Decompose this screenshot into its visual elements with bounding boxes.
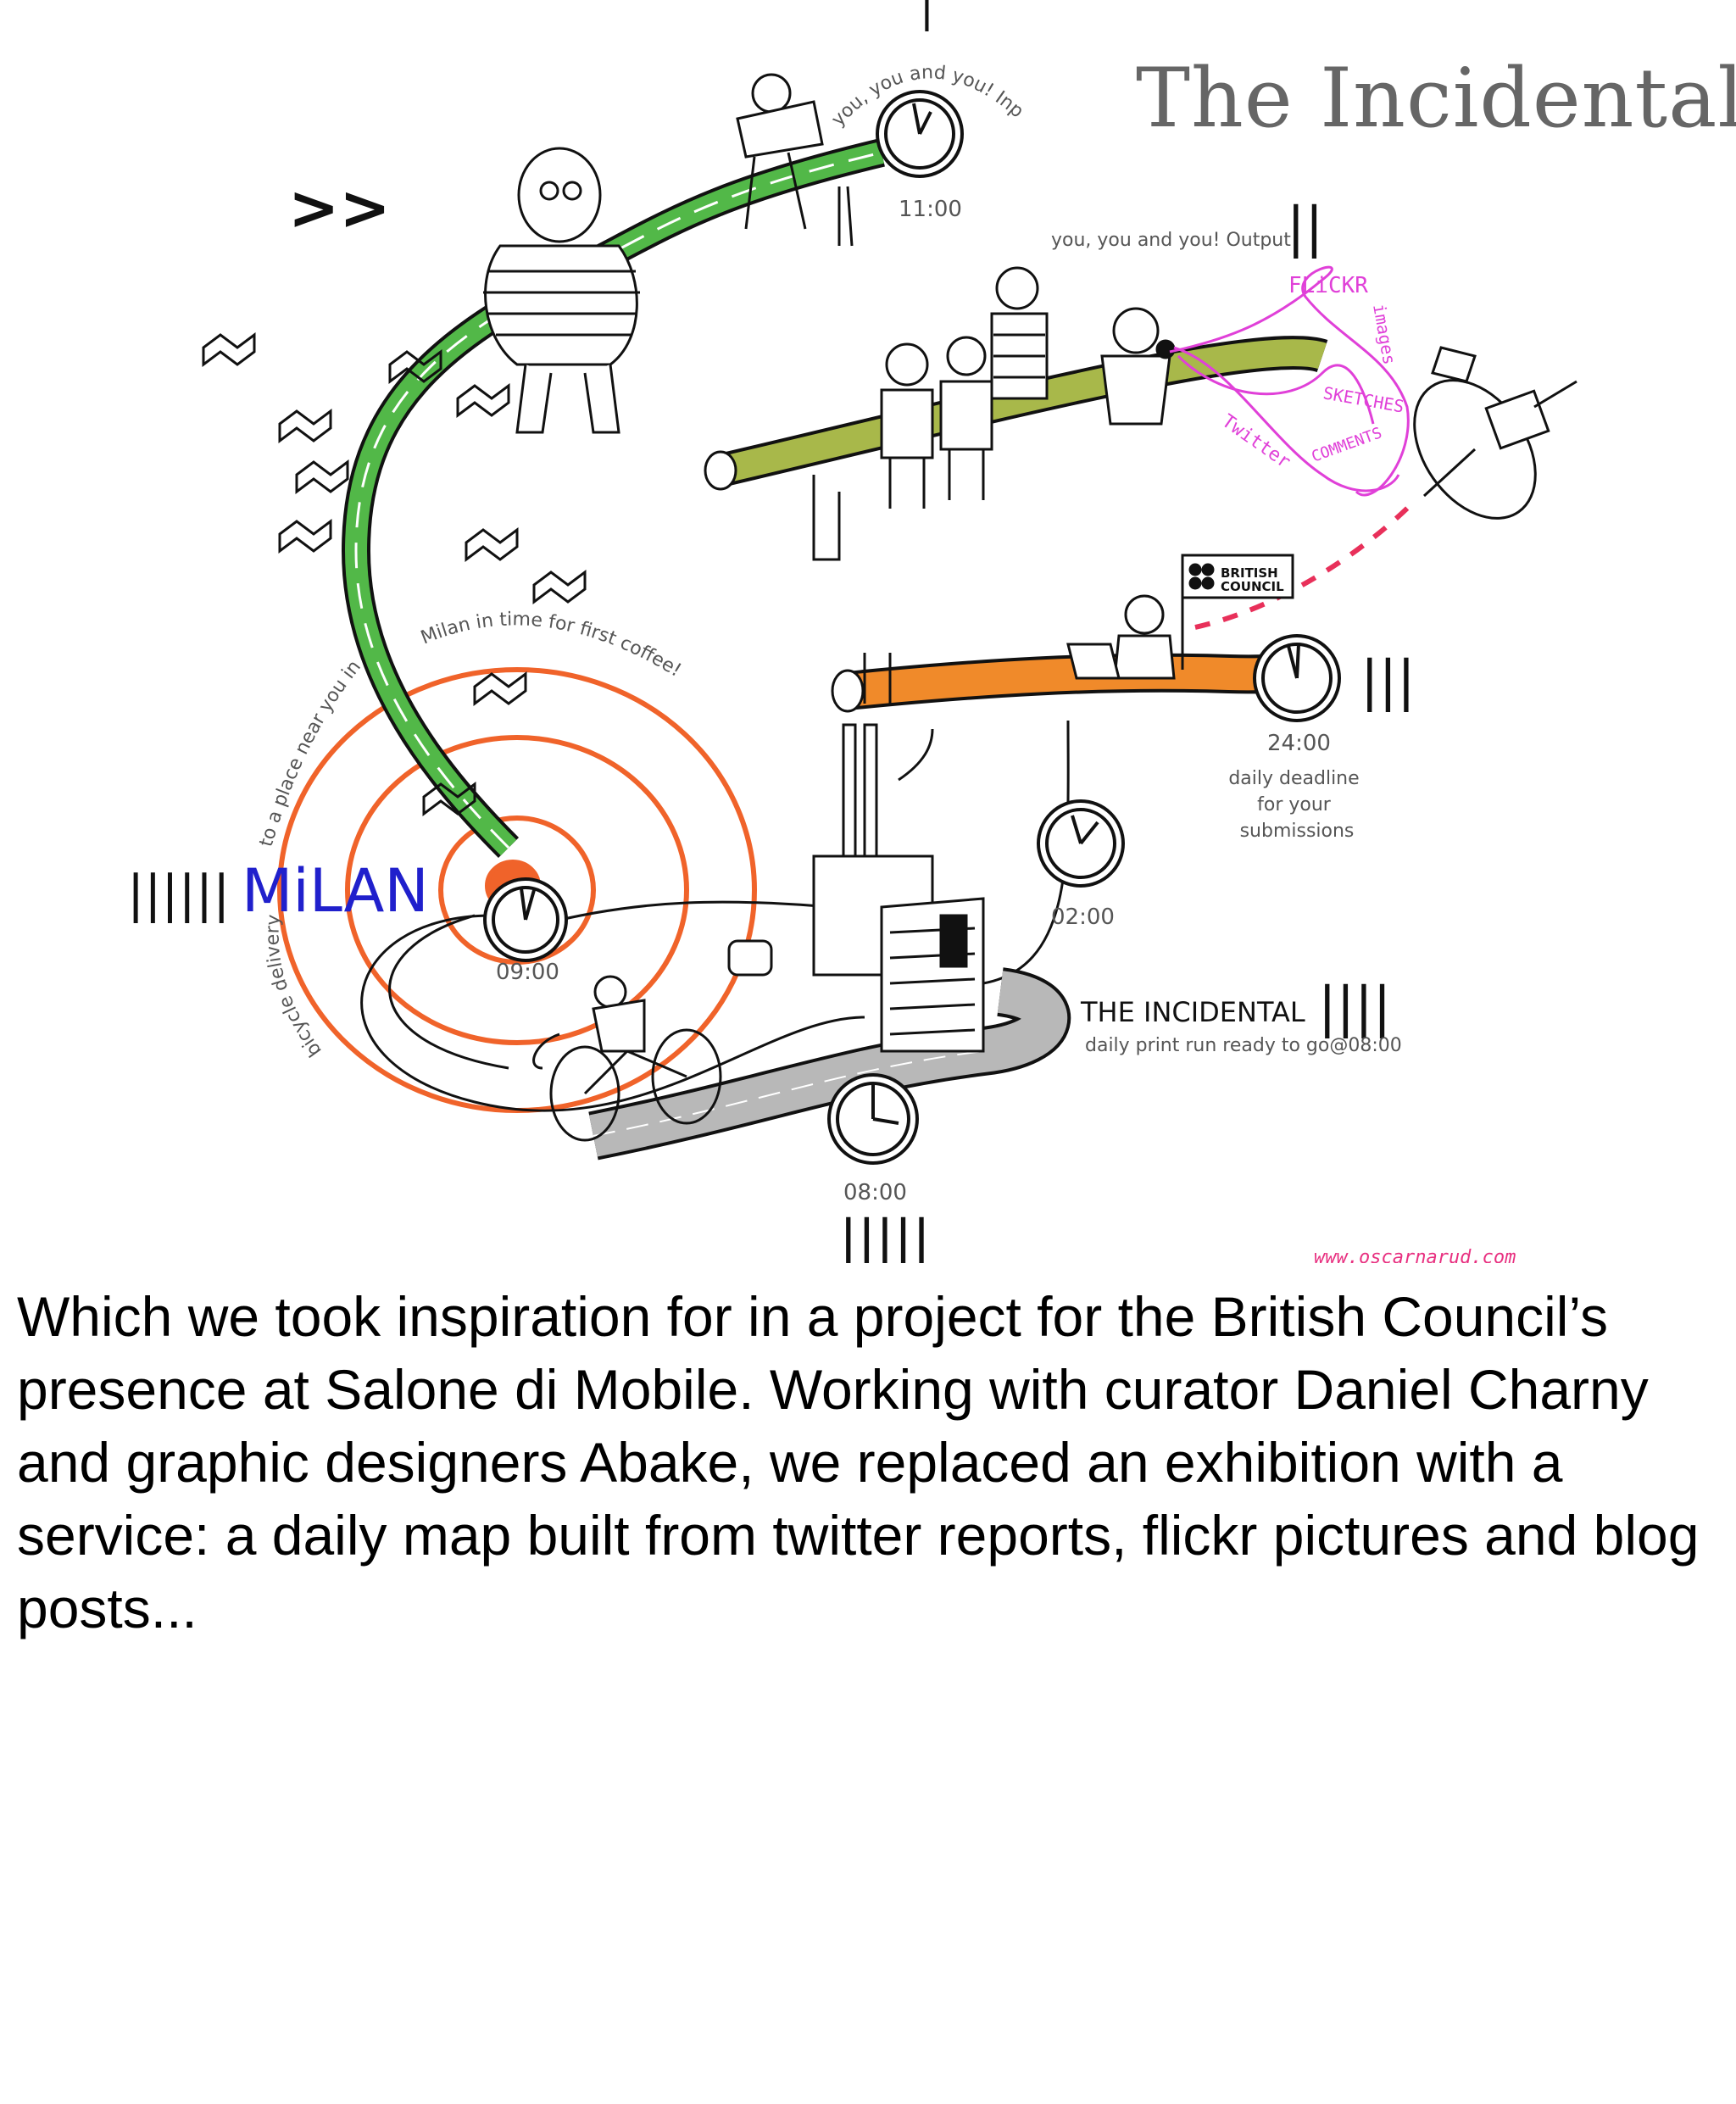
media-sketches: SKETCHES xyxy=(1321,382,1405,416)
british-council-sign xyxy=(1181,554,1294,670)
clock-input xyxy=(876,90,964,178)
green-branch xyxy=(341,138,885,859)
time-input: 11:00 xyxy=(899,197,962,222)
output-figures xyxy=(812,266,1176,561)
signal-dashes xyxy=(1194,498,1418,630)
satellite xyxy=(1413,346,1577,520)
sign-line-2: COUNCIL xyxy=(1221,579,1284,594)
clock-delivery xyxy=(827,1073,919,1165)
stage-mark-three: ||| xyxy=(1360,650,1416,713)
input-arc-label: you, you and you! Input xyxy=(0,0,1027,131)
clock-arrival xyxy=(483,877,568,962)
time-delivery: 08:00 xyxy=(843,1180,907,1205)
diagram: >> |||||| MiLAN | || ||| |||| ||||| you,… xyxy=(0,0,1736,1263)
media-scribbles xyxy=(1169,265,1410,497)
clock-deadline xyxy=(1253,634,1341,722)
credit-url: www.oscarnarud.com xyxy=(1314,1247,1516,1263)
printing-factory xyxy=(727,723,985,1053)
diagram-drawing: >> |||||| MiLAN | || ||| |||| ||||| you,… xyxy=(0,0,1577,1263)
bicycle-arc-label: bicycle delivery xyxy=(262,914,326,1060)
reader-figure xyxy=(483,147,640,434)
slide-caption: Which we took inspiration for in a proje… xyxy=(17,1285,1700,1639)
time-arrival: 09:00 xyxy=(496,960,559,985)
time-print: 02:00 xyxy=(1051,904,1115,930)
media-flickr: FLiCKR xyxy=(1288,273,1368,298)
media-comments: COMMENTS xyxy=(1310,424,1385,465)
cyclist xyxy=(532,975,722,1142)
city-label: MiLAN xyxy=(242,856,429,926)
stage-mark-four: |||| xyxy=(1318,977,1391,1039)
deadline-text: daily deadline for your submissions xyxy=(1228,768,1365,842)
stage-mark-six: |||||| xyxy=(127,865,230,924)
output-label: you, you and you! Output xyxy=(1051,230,1291,251)
media-images: images xyxy=(1369,303,1399,366)
laptop-figure xyxy=(1066,594,1176,680)
place-arc-label: to a place near you in xyxy=(256,656,365,849)
stage-mark-five: ||||| xyxy=(839,1210,931,1263)
grey-road xyxy=(588,967,1071,1161)
incidental-label: THE INCIDENTAL xyxy=(1080,996,1305,1028)
sign-line-1: BRITISH xyxy=(1221,565,1278,581)
print-run-label: daily print run ready to go@08:00 xyxy=(1085,1035,1402,1056)
olive-branch xyxy=(704,336,1328,491)
stage-mark-one: | xyxy=(920,0,934,31)
time-deadline: 24:00 xyxy=(1267,731,1331,756)
flying-books xyxy=(202,332,587,816)
arrows-mark: >> xyxy=(288,172,391,243)
stage-mark-two: || xyxy=(1287,197,1323,259)
slide-title: The Incidental xyxy=(1136,51,1736,146)
input-figure xyxy=(736,73,854,247)
clock-print xyxy=(1037,799,1125,888)
